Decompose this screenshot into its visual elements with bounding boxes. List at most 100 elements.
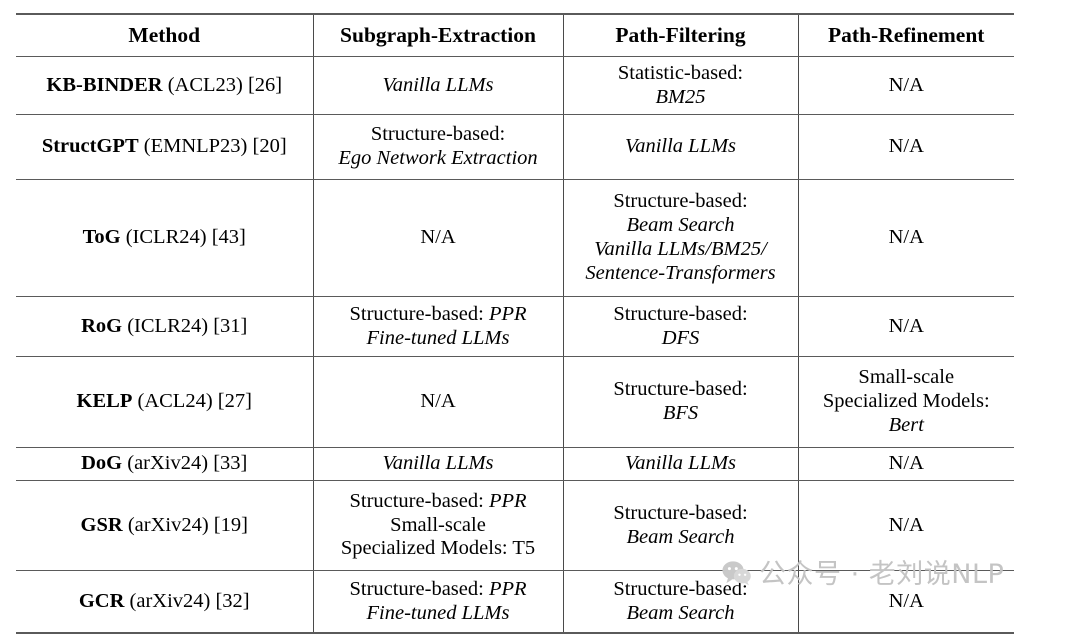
cell-method: RoG (ICLR24) [31] [16, 296, 314, 357]
method-name: StructGPT [41, 135, 139, 158]
column-header-path-filtering: Path-Filtering [562, 13, 799, 57]
cell-line: N/A [888, 73, 924, 96]
cell-line: Specialized Models: [822, 390, 990, 413]
table-body: KB-BINDER (ACL23) [26] Vanilla LLMs Statis… [16, 56, 1014, 634]
table-row: DoG (arXiv24) [33] Vanilla LLMs Vanilla LL… [16, 447, 1014, 481]
cell-line: Bert [888, 413, 924, 436]
cell-method: KELP (ACL24) [27] [16, 356, 314, 448]
cell-line: Vanilla LLMs [382, 452, 494, 475]
cell-path-refinement: N/A [797, 447, 1014, 481]
column-header-subgraph-extraction: Subgraph-Extraction [312, 13, 564, 57]
cell-line: N/A [888, 452, 924, 475]
cell-path-refinement: N/A [797, 56, 1014, 115]
cell-line: Small-scale [858, 366, 955, 389]
method-comparison-table: Method Subgraph-Extraction Path-Filterin… [16, 13, 1014, 634]
cell-line: N/A [888, 589, 924, 612]
cell-line: N/A [420, 226, 456, 249]
cell-line: Structure-based: [613, 501, 748, 524]
cell-line: Structure-based: [370, 123, 506, 146]
cell-text-segment: Structure-based: [349, 489, 489, 512]
cell-line: BM25 [655, 85, 706, 108]
cell-line: Vanilla LLMs/BM25/ [594, 238, 767, 260]
cell-line: Vanilla LLMs [624, 135, 737, 158]
method-name: GSR [80, 513, 123, 536]
cell-path-filtering: Statistic-based:BM25 [562, 56, 799, 115]
column-header-path-refinement: Path-Refinement [797, 13, 1014, 57]
cell-line: Structure-based: PPR [318, 578, 559, 602]
cell-line: N/A [888, 513, 924, 536]
cell-subgraph-extraction: Structure-based:Ego Network Extraction [312, 114, 564, 180]
cell-subgraph-extraction: Vanilla LLMs [312, 447, 564, 481]
cell-path-filtering: Vanilla LLMs [562, 114, 799, 180]
cell-line: Structure-based: [613, 190, 748, 213]
cell-method: GSR (arXiv24) [19] [16, 480, 314, 571]
cell-line: Structure-based: [613, 577, 748, 600]
cell-line: Beam Search [626, 214, 735, 237]
cell-method: ToG (ICLR24) [43] [16, 179, 314, 297]
cell-line: Sentence-Transformers [585, 261, 776, 284]
cell-text-segment: PPR [488, 489, 527, 512]
method-venue-reference: (arXiv24) [19] [122, 513, 248, 536]
table-row: StructGPT (EMNLP23) [20]Structure-based:… [16, 114, 1014, 180]
cell-line: Vanilla LLMs [624, 452, 737, 475]
cell-path-refinement: N/A [797, 179, 1014, 297]
cell-subgraph-extraction: Vanilla LLMs [312, 56, 564, 115]
method-name: DoG [81, 452, 123, 475]
method-venue-reference: (arXiv24) [32] [124, 589, 250, 612]
cell-line: N/A [888, 314, 924, 337]
cell-text-segment: PPR [488, 302, 527, 325]
cell-line: N/A [420, 390, 456, 413]
cell-path-refinement: N/A [797, 114, 1014, 180]
cell-line: Fine-tuned LLMs [366, 326, 510, 349]
cell-method: StructGPT (EMNLP23) [20] [16, 114, 314, 180]
cell-path-filtering: Vanilla LLMs [562, 447, 799, 481]
cell-line: Structure-based: PPR [318, 303, 559, 327]
table-header-row: Method Subgraph-Extraction Path-Filterin… [16, 13, 1014, 57]
cell-line: Vanilla LLMs [382, 73, 494, 96]
cell-subgraph-extraction: N/A [312, 356, 564, 448]
method-name: ToG [82, 226, 121, 249]
cell-line: Fine-tuned LLMs [366, 601, 510, 624]
cell-line: Ego Network Extraction [338, 147, 538, 169]
cell-method: KB-BINDER (ACL23) [26] [16, 56, 314, 115]
method-name: GCR [78, 589, 125, 612]
method-name: KB-BINDER [46, 73, 163, 96]
cell-line: Structure-based: PPR [318, 490, 559, 514]
cell-path-refinement: N/A [797, 296, 1014, 357]
method-venue-reference: (ACL24) [27] [132, 390, 252, 413]
method-venue-reference: (EMNLP23) [20] [138, 135, 287, 158]
cell-path-refinement: N/A [797, 480, 1014, 571]
method-name: KELP [76, 390, 133, 413]
cell-line: N/A [888, 226, 924, 249]
cell-line: Structure-based: [613, 378, 748, 401]
cell-text-segment: Structure-based: [349, 302, 489, 325]
cell-path-refinement: N/A [797, 570, 1014, 634]
cell-text-segment: PPR [488, 577, 527, 600]
cell-line: Specialized Models: T5 [340, 537, 536, 560]
cell-method: GCR (arXiv24) [32] [16, 570, 314, 634]
cell-path-filtering: Structure-based:Beam Search [562, 480, 799, 571]
cell-text-segment: Structure-based: [349, 577, 489, 600]
column-header-method: Method [16, 13, 314, 57]
cell-line: Beam Search [626, 601, 735, 624]
cell-line: Statistic-based: [617, 61, 744, 84]
table-header: Method Subgraph-Extraction Path-Filterin… [16, 13, 1014, 57]
table-row: ToG (ICLR24) [43] N/A Structure-based:Beam… [16, 179, 1014, 297]
method-venue-reference: (ICLR24) [31] [122, 314, 248, 337]
cell-path-filtering: Structure-based:DFS [562, 296, 799, 357]
cell-line: Structure-based: [613, 302, 748, 325]
method-venue-reference: (ACL23) [26] [162, 73, 283, 96]
cell-line: DFS [661, 326, 700, 349]
method-venue-reference: (ICLR24) [43] [120, 226, 246, 249]
cell-path-filtering: Structure-based:BFS [562, 356, 799, 448]
screenshot-root: Method Subgraph-Extraction Path-Filterin… [16, 13, 1014, 634]
cell-method: DoG (arXiv24) [33] [16, 447, 314, 481]
